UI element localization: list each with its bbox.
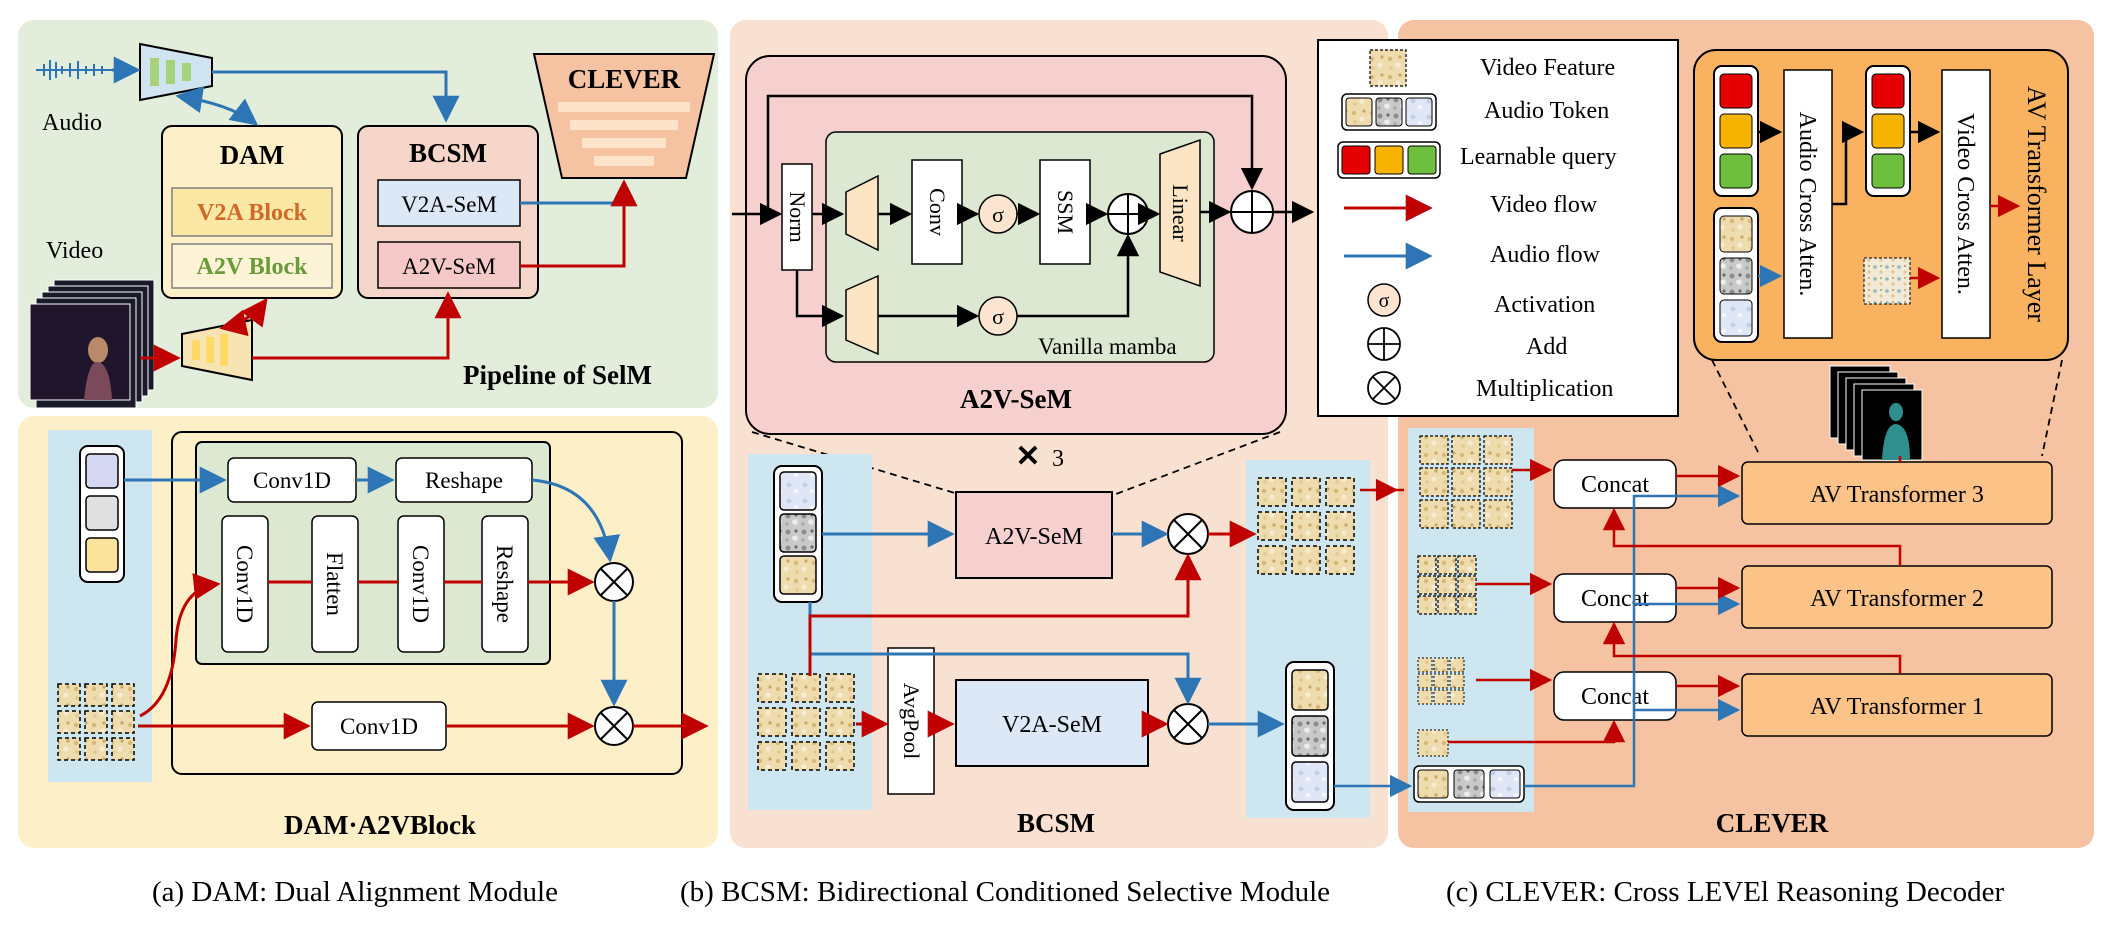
caption-c: (c) CLEVER: Cross LEVEl Reasoning Decode… — [1446, 876, 2005, 908]
bcsm-multiply-icon — [1167, 513, 1209, 745]
clever-video-grid-mid — [1417, 555, 1477, 615]
dam-flatten: Flatten — [322, 552, 347, 616]
dam-audio-tokens — [79, 445, 125, 583]
audio-waveform-icon — [36, 60, 112, 80]
bcsm-a2v-sem: A2V-SeM — [985, 524, 1083, 550]
v2a-block-label: V2A Block — [197, 200, 308, 226]
clever-title: CLEVER — [1716, 808, 1829, 838]
mask-stack-icon — [1829, 365, 1923, 461]
legend-video-flow: Video flow — [1490, 192, 1598, 218]
legend-activation-icon — [1367, 283, 1401, 317]
clever-video-grid-large — [1419, 435, 1513, 529]
bcsm-out-video-grid — [1257, 477, 1355, 575]
dam-conv1d-v1: Conv1D — [232, 545, 257, 623]
pipeline-clever-title: CLEVER — [568, 64, 681, 94]
repeat-icon: ✕ — [1015, 440, 1040, 473]
legend-add: Add — [1526, 334, 1567, 360]
dam-reshape-v: Reshape — [492, 545, 517, 623]
sigma-lower: σ — [992, 304, 1004, 329]
pipeline-a2v-sem: A2V-SeM — [402, 254, 496, 279]
av-layer-query-right — [1865, 65, 1911, 197]
legend-multiply-icon — [1367, 371, 1401, 405]
legend-multiplication: Multiplication — [1476, 376, 1613, 402]
pipeline-title: Pipeline of SelM — [463, 360, 652, 390]
clever-video-grid-tiny — [1417, 729, 1449, 757]
sigma-upper: σ — [992, 202, 1004, 227]
legend-audio-flow: Audio flow — [1490, 242, 1601, 268]
linear-proj-icon — [1159, 138, 1201, 288]
linear-label: Linear — [1168, 184, 1193, 242]
dam-reshape-top: Reshape — [425, 468, 503, 493]
av-layer-query-left — [1713, 65, 1759, 197]
video-cross-atten: Video Cross Atten. — [1952, 113, 1978, 295]
legend-audio-token: Audio Token — [1484, 98, 1609, 124]
dam-conv1d-v2: Conv1D — [408, 545, 433, 623]
legend-learnable-query-icon — [1337, 141, 1441, 179]
dam-multiply-icon — [594, 562, 634, 746]
av-transformer-1: AV Transformer 1 — [1810, 694, 1984, 720]
legend-video-feature-icon — [1369, 49, 1407, 87]
dam-video-feature-grid — [57, 683, 135, 761]
concat-3: Concat — [1581, 472, 1649, 498]
legend-audio-token-icon — [1341, 93, 1437, 131]
clever-audio-token-row — [1413, 765, 1525, 803]
legend-sigma: σ — [1379, 290, 1390, 312]
dam-title: DAM — [220, 140, 284, 170]
pipeline-v2a-sem: V2A-SeM — [401, 192, 497, 217]
caption-b: (b) BCSM: Bidirectional Conditioned Sele… — [680, 876, 1331, 908]
vanilla-mamba-box — [825, 131, 1215, 363]
avgpool-label: AvgPool — [899, 683, 924, 760]
repeat-count: 3 — [1052, 446, 1064, 472]
conv-label: Conv — [925, 188, 950, 236]
bcsm-panel: Vanilla mamba Norm Conv σ SSM Linear σ — [730, 20, 1388, 848]
bcsm-out-audio-tokens — [1285, 661, 1335, 811]
legend-video-feature: Video Feature — [1480, 55, 1615, 81]
dam-conv1d-top: Conv1D — [253, 468, 331, 493]
caption-a: (a) DAM: Dual Alignment Module — [152, 876, 558, 908]
av-layer-video-feature — [1863, 257, 1911, 305]
av-transformer-2: AV Transformer 2 — [1810, 586, 1984, 612]
concat-2: Concat — [1581, 586, 1649, 612]
legend-activation: Activation — [1494, 292, 1595, 318]
lower-proj-icon — [845, 274, 879, 356]
legend-learnable-query: Learnable query — [1460, 144, 1617, 170]
add-icon-outer — [1230, 190, 1274, 234]
a2v-sem-detail-title: A2V-SeM — [960, 384, 1072, 414]
bcsm-audio-tokens — [773, 465, 823, 603]
pipeline-clever: CLEVER — [532, 53, 716, 179]
video-label: Video — [46, 238, 103, 264]
bcsm-title: BCSM — [409, 138, 487, 168]
a2v-block-label: A2V Block — [197, 254, 309, 280]
concat-1: Concat — [1581, 684, 1649, 710]
clever-video-grid-small — [1417, 657, 1465, 705]
upper-proj-icon — [845, 174, 879, 252]
audio-label: Audio — [42, 110, 102, 136]
audio-encoder — [139, 42, 213, 102]
bcsm-v2a-sem: V2A-SeM — [1002, 712, 1102, 738]
dam-a2vblock-title: DAM·A2VBlock — [284, 810, 476, 840]
clever-panel: Video Feature Audio Token Learnable quer… — [1317, 20, 2094, 848]
video-frames-icon — [29, 279, 155, 409]
add-icon-inner — [1107, 193, 1149, 235]
vanilla-mamba-label: Vanilla mamba — [1038, 334, 1177, 359]
audio-cross-atten: Audio Cross Atten. — [1794, 112, 1820, 297]
dam-conv1d-bottom: Conv1D — [340, 714, 418, 739]
av-transformer-3: AV Transformer 3 — [1810, 482, 1984, 508]
av-layer-audio-tokens — [1713, 207, 1759, 343]
ssm-label: SSM — [1053, 190, 1078, 234]
norm-label: Norm — [785, 191, 810, 242]
bcsm-title: BCSM — [1017, 808, 1095, 838]
av-layer-title: AV Transformer Layer — [2022, 86, 2051, 322]
dam-vertical-ops: Conv1D Flatten Conv1D Reshape — [221, 515, 529, 653]
bcsm-video-feature-grid — [757, 673, 855, 771]
legend-add-icon — [1367, 327, 1401, 361]
pipeline-panel: Audio Video DAM V2A Block A2V Bl — [18, 20, 718, 409]
dam-a2vblock-panel: Conv1D Reshape Conv1D Flatten Conv1D Res… — [18, 416, 718, 848]
